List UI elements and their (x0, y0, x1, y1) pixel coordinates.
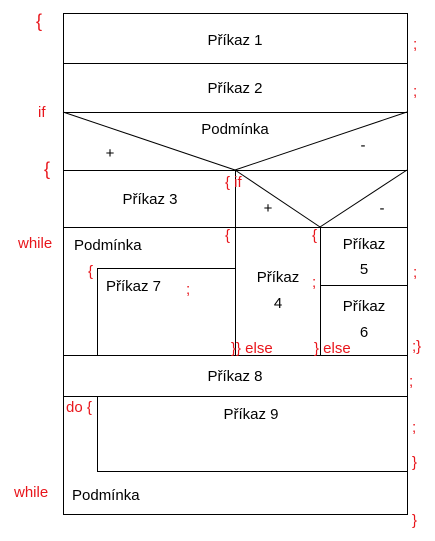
semicolon-cmd5-annotation: ; (413, 264, 417, 281)
cmd3-label: Příkaz 3 (122, 191, 177, 208)
semicolon-close-annotation: ;} (412, 338, 421, 355)
cmd6-label-line1: Příkaz (343, 298, 386, 315)
semicolon-cmd1-annotation: ; (413, 36, 417, 53)
while-keyword-2-annotation: while (13, 484, 48, 501)
cmd9-label: Příkaz 9 (223, 406, 278, 423)
semicolon-cmd4-annotation: ; (312, 274, 316, 291)
semicolon-cmd7-annotation: ; (186, 281, 190, 298)
cmd4-label-line1: Příkaz (257, 269, 300, 286)
if-condition-label: Podmínka (201, 121, 269, 138)
inner-if-annotation: { if (225, 174, 243, 191)
inner-if-right-diagonal (319, 169, 408, 228)
close-do-annotation: } (412, 454, 417, 471)
while-keyword-annotation: while (17, 235, 52, 252)
if-keyword-annotation: if (38, 104, 46, 121)
do-keyword-annotation: do { (66, 399, 92, 416)
cmd2-label: Příkaz 2 (207, 80, 262, 97)
close-final-annotation: } (412, 512, 417, 529)
inner-if-true-marker: + (264, 200, 273, 217)
close-else-false-annotation: } else (314, 340, 351, 357)
if-true-marker: + (106, 145, 115, 162)
do-while-condition-label: Podmínka (72, 487, 140, 504)
cmd8-label: Příkaz 8 (207, 368, 262, 385)
inner-if-false-marker: - (380, 200, 385, 217)
open-brace-if-annotation: { (44, 159, 50, 179)
while-condition-label: Podmínka (74, 237, 142, 254)
brace-while-body-annotation: { (88, 263, 93, 280)
brace-false-branch-annotation: { (312, 227, 317, 244)
cmd1-label: Příkaz 1 (207, 32, 262, 49)
brace-true-branch-annotation: { (225, 227, 230, 244)
close-else-true-annotation: }} else (231, 340, 273, 357)
inner-if-left-diagonal (234, 169, 321, 228)
cmd6-label-line2: 6 (360, 324, 368, 341)
cmd7-label: Příkaz 7 (106, 278, 161, 295)
if-false-marker: - (361, 137, 366, 154)
cmd5-label-line2: 5 (360, 261, 368, 278)
outer-frame (63, 13, 408, 515)
open-brace-top-annotation: { (36, 11, 42, 31)
if-left-diagonal (62, 111, 236, 171)
semicolon-cmd2-annotation: ; (413, 83, 417, 100)
cmd4-label-line2: 4 (274, 295, 282, 312)
if-right-diagonal (234, 111, 408, 171)
semicolon-cmd9-annotation: ; (412, 419, 416, 436)
semicolon-cmd8-annotation: ; (409, 373, 413, 390)
cmd5-label-line1: Příkaz (343, 236, 386, 253)
